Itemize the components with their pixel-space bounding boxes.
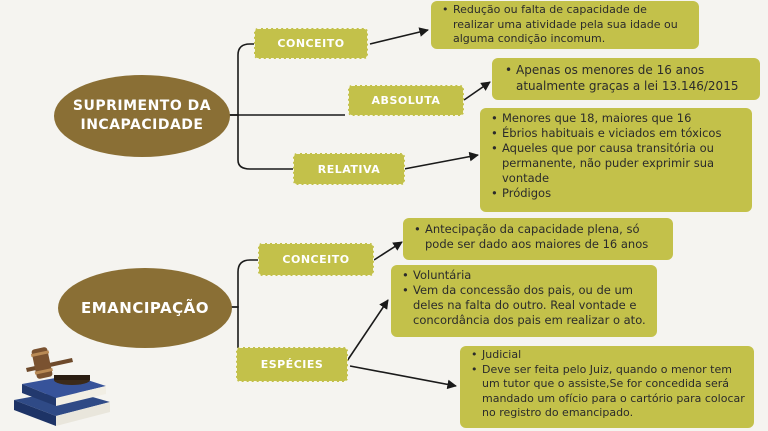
list-item: Antecipação da capacidade plena, só pode… bbox=[414, 222, 665, 252]
root-node-line: SUPRIMENTO DA bbox=[72, 98, 212, 114]
connector-arrow bbox=[403, 151, 479, 170]
root-node-line: INCAPACIDADE bbox=[80, 117, 204, 133]
list-item: Aqueles que por causa transitória ou per… bbox=[491, 141, 744, 186]
box-judicial: Judicial Deve ser feita pelo Juiz, quand… bbox=[460, 346, 754, 428]
node-relativa: RELATIVA bbox=[293, 153, 405, 185]
list-item: Deve ser feita pelo Juiz, quando o menor… bbox=[471, 363, 746, 421]
list-item: Judicial bbox=[471, 348, 746, 363]
connector-arrow bbox=[463, 81, 491, 101]
connector-arrow bbox=[369, 27, 429, 45]
box-conceito-2: Antecipação da capacidade plena, só pode… bbox=[403, 218, 673, 260]
node-especies: ESPÉCIES bbox=[236, 347, 348, 382]
box-relativa: Menores que 18, maiores que 16 Ébrios ha… bbox=[480, 108, 752, 212]
connector-line bbox=[226, 43, 255, 116]
node-conceito-2: CONCEITO bbox=[258, 243, 374, 276]
connector-arrow bbox=[349, 365, 457, 390]
node-conceito-1: CONCEITO bbox=[254, 28, 368, 59]
list-item: Vem da concessão dos pais, ou de um dele… bbox=[402, 283, 649, 328]
connector-arrow bbox=[344, 299, 389, 365]
root-node-label: EMANCIPAÇÃO bbox=[80, 299, 210, 317]
root-node-emancipacao: EMANCIPAÇÃO bbox=[58, 268, 232, 348]
node-absoluta: ABSOLUTA bbox=[348, 85, 464, 116]
connector-arrow bbox=[373, 241, 403, 261]
list-item: Redução ou falta de capacidade de realiz… bbox=[442, 3, 691, 47]
list-item: Voluntária bbox=[402, 268, 649, 283]
connector-line bbox=[226, 114, 295, 170]
box-voluntaria: Voluntária Vem da concessão dos pais, ou… bbox=[391, 265, 657, 337]
connector-line bbox=[228, 259, 258, 308]
list-item: Menores que 18, maiores que 16 bbox=[491, 111, 744, 126]
root-node-suprimento: SUPRIMENTO DA INCAPACIDADE bbox=[54, 75, 230, 157]
gavel-and-books-icon bbox=[14, 347, 110, 426]
box-conceito-1: Redução ou falta de capacidade de realiz… bbox=[431, 1, 699, 49]
box-absoluta: Apenas os menores de 16 anos atualmente … bbox=[492, 58, 760, 100]
list-item: Apenas os menores de 16 anos atualmente … bbox=[505, 62, 750, 94]
list-item: Pródigos bbox=[491, 186, 744, 201]
list-item: Ébrios habituais e viciados em tóxicos bbox=[491, 126, 744, 141]
